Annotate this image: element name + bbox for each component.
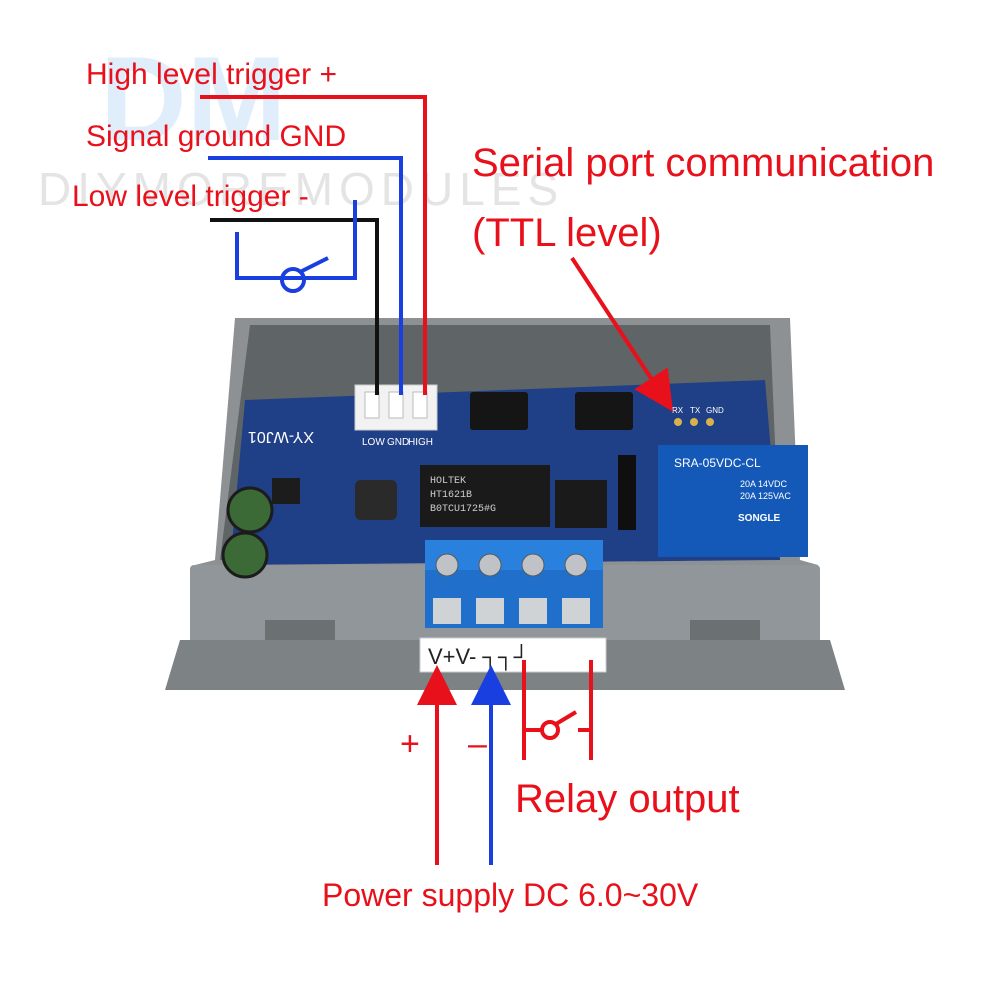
pcb-board: XY-WJ01 LOW GND HIGH RX TX GND HOLTEK: [221, 380, 808, 579]
input-wiring: [200, 95, 427, 395]
optocoupler-2: [575, 392, 633, 430]
low-level-trigger-label: Low level trigger -: [72, 180, 309, 213]
board-model-label: XY-WJ01: [248, 428, 314, 445]
low-trigger-wire: [210, 218, 379, 395]
ttl-pin-rx: RX: [672, 406, 684, 415]
relay-switch-lever: [554, 710, 578, 726]
watermark-brand: DIYMOREMODULES: [38, 163, 564, 215]
header-pins: [618, 455, 636, 530]
output-wiring: [417, 660, 593, 865]
relay-model-text: SRA-05VDC-CL: [674, 456, 761, 470]
ttl-pin-gnd: GND: [706, 406, 724, 415]
terminal-label: V+V- ┐┐┘: [428, 643, 529, 671]
input-switch-lever: [299, 256, 329, 274]
terminal-block: V+V- ┐┐┘: [419, 540, 607, 673]
relay-component: SRA-05VDC-CL 20A 14VDC 20A 125VAC SONGLE: [658, 445, 808, 557]
power-plus-label: +: [400, 725, 420, 763]
serial-pointer-arrow: [570, 256, 673, 412]
serial-port-label: Serial port communication: [472, 141, 934, 185]
power-supply-label: Power supply DC 6.0~30V: [322, 877, 699, 913]
capacitor-2: [221, 531, 269, 579]
chip-line-1: HOLTEK: [430, 476, 466, 487]
input-switch-contact: [280, 267, 306, 293]
relay-rating-2: 20A 125VAC: [740, 491, 791, 501]
microcontroller-chip: [555, 480, 607, 528]
relay-switch-contact: [540, 720, 560, 740]
voltage-regulator: [272, 478, 300, 504]
chip-line-2: HT1621B: [430, 490, 472, 501]
annotation-labels: High level trigger + Signal ground GND L…: [72, 58, 934, 913]
high-level-trigger-label: High level trigger +: [86, 58, 337, 91]
pin-label-high: HIGH: [408, 437, 433, 448]
chip-line-3: B0TCU1725#G: [430, 504, 496, 515]
ttl-pin-tx: TX: [690, 406, 701, 415]
power-minus-label: –: [468, 725, 487, 763]
relay-rating-1: 20A 14VDC: [740, 479, 788, 489]
switch-left-lead: [235, 232, 278, 280]
inductor: [355, 480, 397, 520]
ttl-header: RX TX GND: [672, 406, 724, 426]
relay-output-label: Relay output: [515, 777, 740, 821]
high-trigger-wire: [200, 95, 427, 395]
ttl-level-label: (TTL level): [472, 211, 662, 255]
gnd-wire: [208, 156, 403, 395]
lcd-driver-chip: HOLTEK HT1621B B0TCU1725#G: [420, 465, 550, 527]
relay-brand: SONGLE: [738, 513, 781, 524]
capacitor-1: [226, 486, 274, 534]
pin-label-gnd: GND: [387, 437, 409, 448]
signal-ground-label: Signal ground GND: [86, 120, 346, 153]
pin-label-low: LOW: [362, 437, 385, 448]
optocoupler-1: [470, 392, 528, 430]
